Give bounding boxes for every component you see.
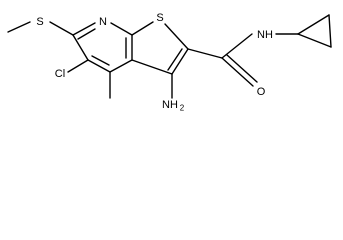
bond-s1-c2: [164, 23, 189, 50]
atom-cl: Cl: [55, 68, 65, 80]
atom-nh2: NH: [162, 99, 178, 111]
bond-c4-c5: [87, 59, 111, 73]
bond-s-c6: [49, 21, 74, 36]
bond-cp-b: [297, 33, 332, 48]
bond-c3a-c4: [109, 59, 133, 73]
atom-s-thiophene: S: [156, 12, 163, 24]
bond-c5-cl: [67, 59, 89, 73]
atom-labels: S N S NH Cl O NH 2: [36, 12, 273, 113]
bond-n7-c7a: [110, 22, 133, 36]
bond-c2-carbonyl: [187, 48, 223, 59]
bond-c2-c3-double: [167, 48, 183, 71]
bond-c2-c3: [171, 48, 189, 75]
bond-carbonyl-nh: [221, 33, 253, 59]
bond-c4-c5-double: [91, 55, 110, 66]
atom-nh2-subscript: 2: [180, 104, 185, 113]
bond-c3-c3a: [131, 59, 173, 75]
atom-s-methylthio: S: [36, 16, 43, 28]
atom-nh-amide: NH: [257, 29, 273, 41]
bonds: [7, 14, 332, 99]
atom-o-carbonyl: O: [257, 86, 266, 98]
bond-c6-n7-double: [77, 28, 96, 40]
bond-c5-c6: [72, 34, 89, 61]
atom-n-pyridine: N: [99, 16, 107, 28]
bond-carbonyl-o: [221, 57, 254, 87]
molecule-structure: S N S NH Cl O NH 2: [7, 12, 332, 113]
bond-cp-c: [328, 14, 332, 48]
bond-carbonyl-o-double: [226, 54, 258, 83]
bond-methyl-s: [7, 21, 31, 33]
bond-c7a-s1: [131, 21, 154, 36]
bond-cp-a: [297, 14, 330, 35]
bond-c6-n7: [72, 22, 96, 36]
